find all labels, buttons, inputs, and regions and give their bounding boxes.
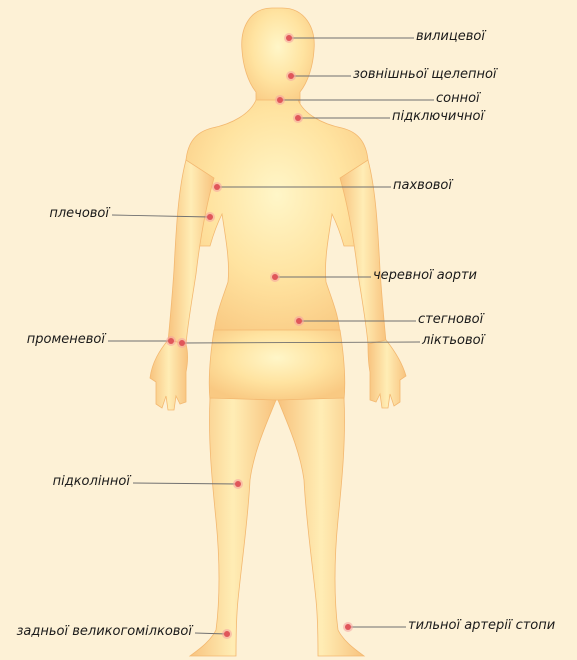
right-leg-shape — [278, 398, 364, 656]
pulse-marker-liktovoi — [179, 340, 185, 346]
pulse-marker-tylnoi-arterii-stopy — [345, 624, 351, 630]
label-zadnoi-velykohomilkovoi: задньої великогомілкової — [17, 624, 193, 640]
body-silhouette — [181, 8, 373, 400]
label-stehnovoi: стегнової — [418, 312, 483, 328]
pulse-marker-pidkliuchychnoi — [295, 115, 301, 121]
legs — [190, 398, 364, 656]
pelvis-shape — [209, 330, 345, 400]
pulse-marker-vylytsevoi — [286, 35, 292, 41]
label-vylytsevoi: вилицевої — [416, 29, 485, 45]
left-arm-shape — [168, 160, 214, 344]
pulse-marker-plechovoi — [207, 214, 213, 220]
label-sonnoi: сонної — [436, 91, 480, 107]
pulse-marker-cherevnoi-aorty — [272, 274, 278, 280]
pulse-marker-pakhvovoi — [214, 184, 220, 190]
label-pidkliuchychnoi: підключичної — [392, 109, 484, 125]
right-hand-shape — [368, 340, 406, 408]
label-plechovoi: плечової — [49, 206, 109, 222]
pulse-marker-pidkolinnoi — [235, 481, 241, 487]
label-cherevnoi-aorty: черевної аорти — [373, 268, 477, 284]
pulse-marker-stehnovoi — [296, 318, 302, 324]
left-leg-shape — [190, 398, 276, 656]
label-zovnishnoi-shchelepnoi: зовнішньої щелепної — [353, 67, 497, 83]
label-liktovoi: ліктьової — [422, 333, 484, 349]
pulse-marker-sonnoi — [277, 97, 283, 103]
label-promenevoi: променевої — [27, 332, 105, 348]
right-arm-shape — [340, 160, 386, 344]
pulse-marker-zovnishnoi-shchelepnoi — [288, 73, 294, 79]
label-tylnoi-arterii-stopy: тильної артерії стопи — [408, 618, 555, 634]
pulse-marker-promenevoi — [168, 338, 174, 344]
pulse-marker-zadnoi-velykohomilkovoi — [224, 631, 230, 637]
label-pidkolinnoi: підколінної — [53, 474, 130, 490]
left-hand-shape — [150, 340, 188, 410]
label-pakhvovoi: пахвової — [393, 178, 452, 194]
head-shape — [242, 8, 314, 106]
